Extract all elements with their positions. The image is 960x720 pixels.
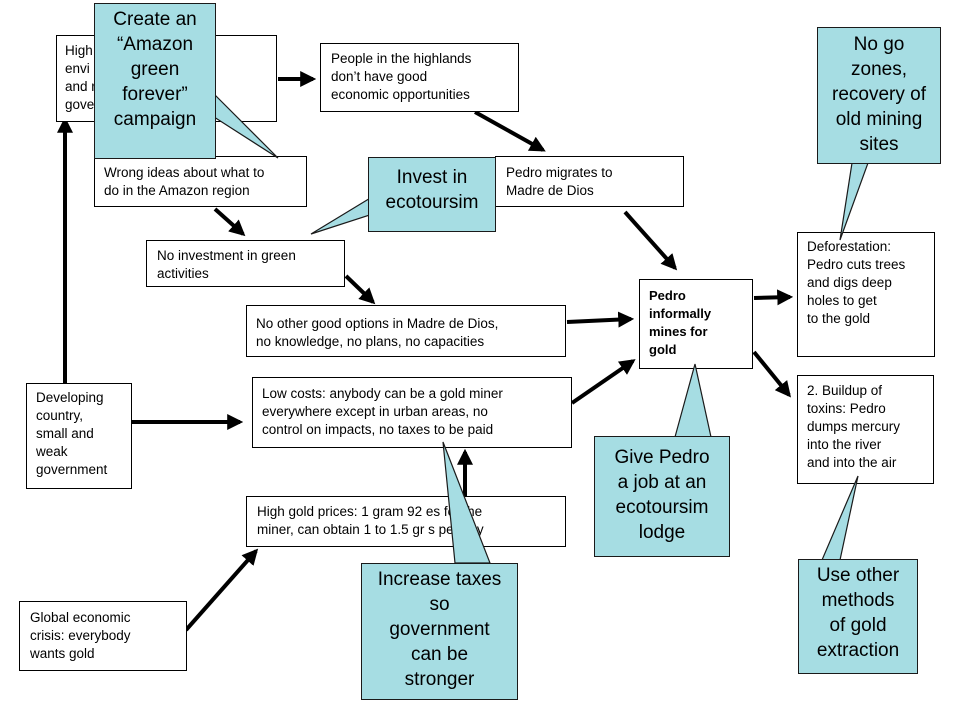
callout-job-lodge: Give Pedro a job at an ecotoursim lodge <box>594 436 730 557</box>
callout-tail-taxes <box>442 441 491 564</box>
box-high-gold-prices: High gold prices: 1 gram 92 es for the m… <box>246 496 566 547</box>
box-no-options: No other good options in Madre de Dios, … <box>246 305 566 357</box>
callout-other-methods: Use other methods of gold extraction <box>798 559 918 674</box>
box-pedro-migrates: Pedro migrates to Madre de Dios <box>495 156 684 207</box>
callout-tail-job-lodge <box>674 363 712 438</box>
arrow-no-options-to-mines <box>566 311 635 328</box>
callout-increase-taxes: Increase taxes so government can be stro… <box>361 563 518 700</box>
arrow-wrong-ideas-to-no-investment <box>213 207 246 237</box>
box-no-green-investment: No investment in green activities <box>146 240 345 287</box>
box-developing-country: Developing country, small and weak gover… <box>26 383 132 489</box>
box-toxins: 2. Buildup of toxins: Pedro dumps mercur… <box>797 375 934 484</box>
box-low-costs: Low costs: anybody can be a gold miner e… <box>252 377 572 448</box>
callout-amazon-campaign: Create an “Amazon green forever” campaig… <box>94 3 216 159</box>
box-deforestation: Deforestation: Pedro cuts trees and digs… <box>797 232 935 357</box>
arrow-mines-to-deforestation <box>753 289 794 306</box>
arrow-mines-to-toxins <box>752 350 792 398</box>
box-pedro-mines: Pedro informally mines for gold <box>639 279 753 369</box>
arrow-migrates-to-mines <box>623 210 678 271</box>
callout-tail-methods <box>821 475 859 561</box>
arrow-crisis-to-gold-prices <box>184 548 259 632</box>
callout-tail-no-go-zones <box>839 162 869 241</box>
callout-no-go-zones: No go zones, recovery of old mining site… <box>817 27 941 164</box>
arrow-low-costs-to-mines <box>570 359 636 405</box>
arrow-people-to-migrates <box>474 110 546 152</box>
box-people-highlands: People in the highlands don’t have good … <box>320 43 519 112</box>
box-global-crisis: Global economic crisis: everybody wants … <box>19 601 187 671</box>
callout-ecotourism: Invest in ecotoursim <box>368 157 496 232</box>
arrow-no-investment-to-no-options <box>344 274 376 305</box>
